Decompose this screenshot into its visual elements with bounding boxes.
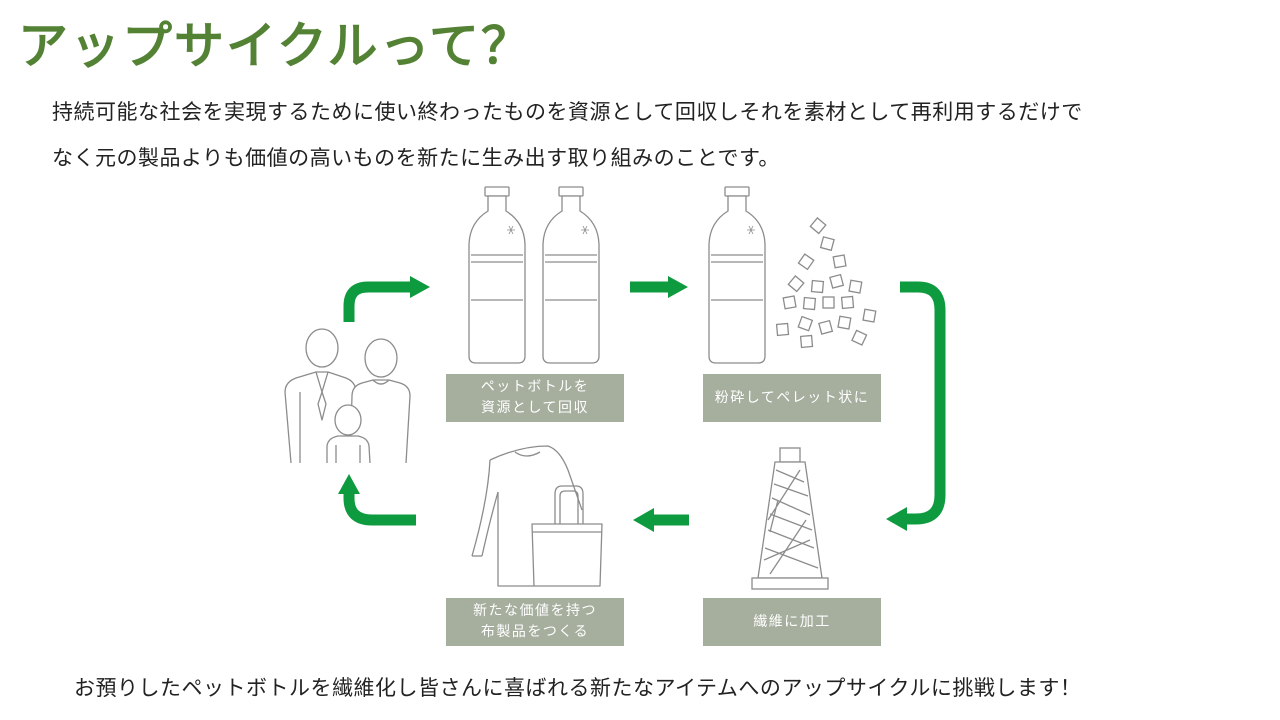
pellets-icon [775,217,877,349]
arrow-bag-to-family [343,494,416,526]
cycle-arrows [343,281,946,526]
step-label-line: 新たな価値を持つ [473,603,597,619]
arrow-pellets-to-spool [900,281,946,525]
arrow-head [410,276,430,298]
step-label-line: ペットボトルを [480,379,590,395]
arrow-head [668,276,688,298]
arrow-head [338,474,360,494]
intro-line-2: なく元の製品よりも価値の高いものを新たに生み出す取り組みのことです。 [52,146,780,170]
arrow-head [886,507,907,531]
step-label-line: 繊維に加工 [753,613,831,630]
step-label-line: 布製品をつくる [480,624,590,640]
arrow-head [633,508,654,532]
thread-spool-icon [751,447,829,590]
arrow-family-to-bottles [343,281,410,322]
shirt-icon [471,445,583,587]
step-label-new-product: 新たな価値を持つ 布製品をつくる [446,598,624,646]
step-label-pelletize: 粉砕してペレット状に [703,374,881,422]
intro-line-1: 持続可能な社会を実現するために使い終わったものを資源として回収しそれを素材として… [52,100,1083,124]
bottle-icon [468,186,526,364]
tote-bag-icon [531,485,603,587]
step-label-line: 粉砕してペレット状に [714,389,870,406]
step-label-fiber: 繊維に加工 [703,598,881,646]
bottle-icon [708,186,766,364]
step-label-collect: ペットボトルを 資源として回収 [446,374,624,422]
step-label-line: 資源として回収 [480,400,590,416]
page-title: アップサイクルって？ [18,17,533,75]
closing-statement: お預りしたペットボトルを繊維化し皆さんに喜ばれる新たなアイテムへのアップサイクル… [74,676,1082,700]
bottle-icon [542,186,600,364]
family-icon [284,328,411,464]
